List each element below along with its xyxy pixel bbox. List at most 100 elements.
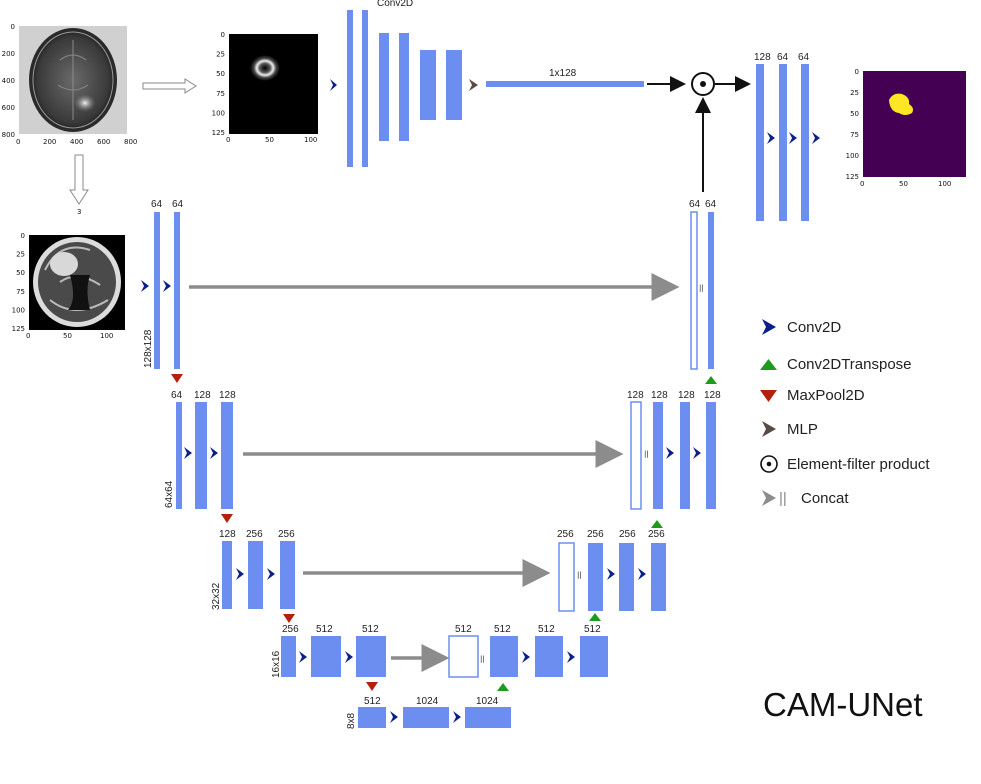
out-block-2 xyxy=(779,64,787,221)
dec2-ch-2: 128 xyxy=(651,390,668,401)
conv2d-arrow xyxy=(789,132,797,144)
input-mri-ytick: 600 xyxy=(2,104,15,112)
out-channel-3: 64 xyxy=(798,52,810,63)
bottleneck-block-3 xyxy=(465,707,511,728)
cam-heatmap-plot xyxy=(229,34,318,134)
conv2d-arrow xyxy=(812,132,820,144)
cam-heatmap-ytick: 25 xyxy=(216,51,225,59)
diagram-title: CAM-UNet xyxy=(763,686,923,723)
dec1-ch-2: 64 xyxy=(705,199,717,210)
conv2d-arrow xyxy=(330,79,337,91)
input-mri-xtick: 800 xyxy=(124,138,137,146)
vector-label: 1x128 xyxy=(549,68,577,79)
dec2-block-3 xyxy=(706,402,716,509)
output-seg-xtick: 0 xyxy=(860,180,864,188)
enc1-ch-1: 64 xyxy=(151,199,163,210)
maxpool-arrow xyxy=(283,614,295,623)
enc4-block-1 xyxy=(281,636,296,677)
dec3-ch-3: 256 xyxy=(619,529,636,540)
dec1-block xyxy=(708,212,714,369)
input-mri-xtick: 0 xyxy=(16,138,20,146)
dec4-concat-block xyxy=(448,635,479,678)
bottleneck-ch-1: 512 xyxy=(364,696,381,707)
enc3-block-1 xyxy=(222,541,232,609)
dec4-ch-1: 512 xyxy=(455,624,472,635)
transpose-arrow-icon xyxy=(760,359,777,370)
conv2d-arrow xyxy=(522,651,530,663)
dec1-concat-block xyxy=(690,211,698,370)
maxpool-arrow xyxy=(221,514,233,523)
dec2-ch-1: 128 xyxy=(627,390,644,401)
unet-input-xtick: 0 xyxy=(26,332,30,340)
transpose-arrow xyxy=(705,376,717,384)
legend-concat-symbol: || xyxy=(779,490,787,507)
out-channel-2: 64 xyxy=(777,52,789,63)
enc1-size: 128x128 xyxy=(143,329,154,368)
bottleneck-block-2 xyxy=(403,707,449,728)
maxpool-arrow xyxy=(171,374,183,383)
output-seg-ytick: 125 xyxy=(846,173,859,181)
conv2d-arrow xyxy=(184,447,192,459)
dec2-block-1 xyxy=(653,402,663,509)
conv2d-arrow xyxy=(141,280,149,292)
conv2d-arrow xyxy=(767,132,775,144)
enc4-ch-3: 512 xyxy=(362,624,379,635)
concat-arrow-icon xyxy=(762,490,776,506)
output-seg-ytick: 0 xyxy=(855,68,859,76)
output-seg-xtick: 50 xyxy=(899,180,908,188)
dec4-block-1 xyxy=(490,636,518,677)
transpose-arrow xyxy=(651,520,663,528)
dec3-ch-2: 256 xyxy=(587,529,604,540)
dec4-ch-4: 512 xyxy=(584,624,601,635)
enc2-block-1 xyxy=(176,402,182,509)
dec2-ch-3: 128 xyxy=(678,390,695,401)
hollow-arrow-down xyxy=(69,154,89,205)
input-mri-ytick: 800 xyxy=(2,131,15,139)
cam-heatmap-xtick: 50 xyxy=(265,136,274,144)
legend-conv2d: Conv2D xyxy=(787,319,841,336)
conv2d-arrow-icon xyxy=(762,319,776,335)
concat-symbol: || xyxy=(699,284,704,292)
dec4-ch-2: 512 xyxy=(494,624,511,635)
conv2d-arrow xyxy=(638,568,646,580)
cam-heatmap-ytick: 50 xyxy=(216,70,225,78)
legend-concat: Concat xyxy=(801,490,849,507)
element-filter-product-node xyxy=(691,72,715,96)
enc3-ch-1: 128 xyxy=(219,529,236,540)
cam-heatmap-ytick: 75 xyxy=(216,90,225,98)
enc4-ch-1: 256 xyxy=(282,624,299,635)
enc4-ch-2: 512 xyxy=(316,624,333,635)
dec3-block-3 xyxy=(651,543,666,611)
unet-input-ytick: 0 xyxy=(21,232,25,240)
out-block-3 xyxy=(801,64,809,221)
mlp-arrow xyxy=(469,79,478,91)
dec3-concat-block xyxy=(558,542,575,612)
conv2d-arrow xyxy=(299,651,307,663)
enc4-block-2 xyxy=(311,636,341,677)
conv2d-arrow xyxy=(210,447,218,459)
enc3-block-3 xyxy=(280,541,295,609)
legend-mlp: MLP xyxy=(787,421,818,438)
circle-dot-icon xyxy=(760,455,778,473)
input-mri-xtick: 200 xyxy=(43,138,56,146)
maxpool-arrow-icon xyxy=(760,390,777,402)
cam-heatmap-xtick: 0 xyxy=(226,136,230,144)
conv2d-arrow xyxy=(607,568,615,580)
dec4-block-2 xyxy=(535,636,563,677)
enc2-size: 64x64 xyxy=(164,480,175,508)
enc2-ch-1: 64 xyxy=(171,390,183,401)
output-seg-ytick: 25 xyxy=(850,89,859,97)
enc2-ch-2: 128 xyxy=(194,390,211,401)
transpose-arrow xyxy=(589,613,601,621)
output-seg-xtick: 100 xyxy=(938,180,951,188)
dec1-ch-1: 64 xyxy=(689,199,701,210)
enc2-ch-3: 128 xyxy=(219,390,236,401)
concat-symbol: || xyxy=(644,450,649,458)
unet-input-xtick: 50 xyxy=(63,332,72,340)
unet-input-ytick: 25 xyxy=(16,251,25,259)
conv2d-arrow xyxy=(236,568,244,580)
resize-label: 3 xyxy=(77,208,81,216)
